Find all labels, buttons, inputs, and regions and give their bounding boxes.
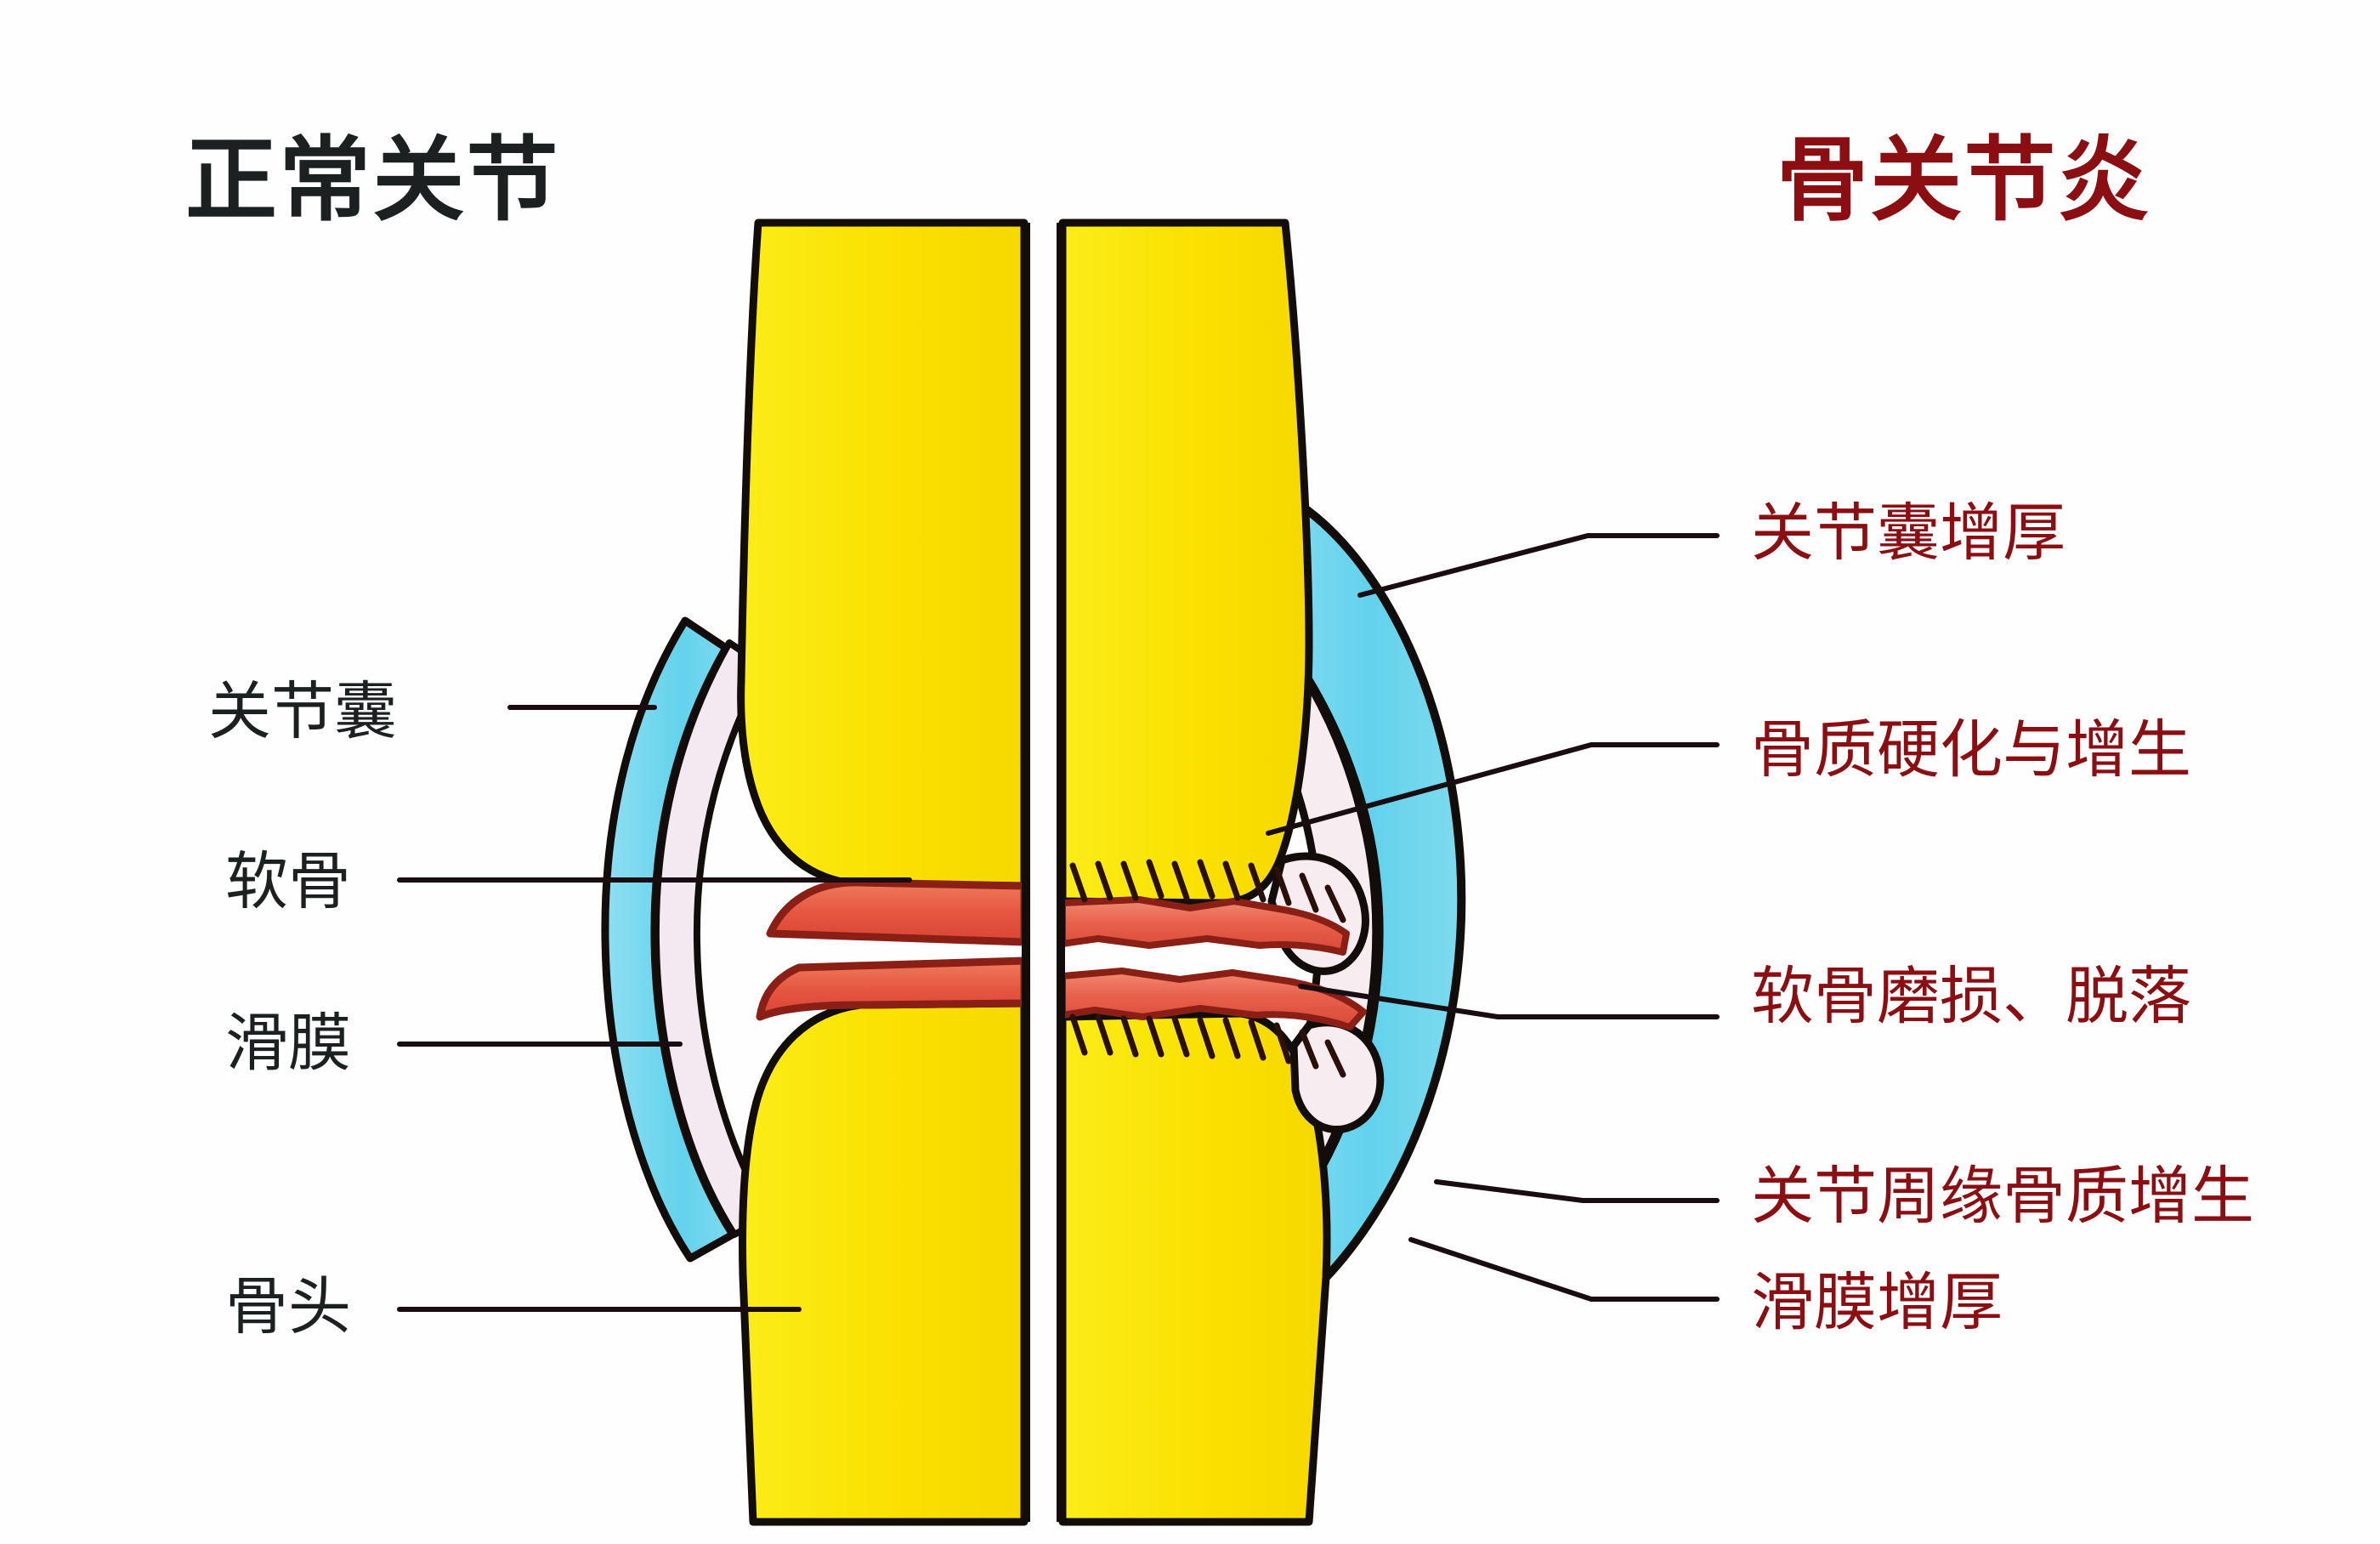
normal-lower-bone bbox=[739, 999, 1028, 1526]
normal-lower-cartilage bbox=[756, 956, 1028, 1021]
leader-marginal-osteophyte bbox=[1434, 1179, 1720, 1203]
oa-upper-bone bbox=[1058, 219, 1313, 907]
label-marginal-osteophyte: 关节周缘骨质增生 bbox=[1751, 1161, 2254, 1231]
oa-lower-erosion-hatching bbox=[1069, 1013, 1346, 1078]
oa-lower-cartilage bbox=[1059, 968, 1367, 1030]
title-normal-joint: 正常关节 bbox=[185, 128, 560, 231]
oa-joint-capsule bbox=[1230, 506, 1466, 1324]
label-capsule-thickening: 关节囊增厚 bbox=[1751, 497, 2066, 568]
oa-upper-cartilage bbox=[1059, 896, 1350, 956]
leader-capsule-thickening bbox=[1357, 533, 1720, 598]
label-synovial-thickening: 滑膜增厚 bbox=[1751, 1267, 2003, 1337]
leader-cartilage-wear bbox=[1298, 984, 1720, 1019]
title-osteoarthritis: 骨关节炎 bbox=[1776, 128, 2151, 231]
label-cartilage-wear: 软骨磨损、脱落 bbox=[1751, 961, 2191, 1031]
label-synovium: 滑膜 bbox=[225, 1008, 351, 1078]
normal-joint-capsule bbox=[601, 616, 737, 1263]
oa-joint-group bbox=[1057, 219, 1466, 1526]
label-bone-sclerosis: 骨质硬化与增生 bbox=[1751, 714, 2191, 785]
leader-synovial-thickening bbox=[1408, 1237, 1720, 1302]
normal-upper-cartilage bbox=[766, 878, 1028, 946]
normal-synovium bbox=[652, 639, 774, 1238]
leader-bone-sclerosis bbox=[1266, 742, 1720, 836]
oa-upper-erosion-hatching bbox=[1069, 859, 1346, 923]
oa-synovium bbox=[1193, 593, 1380, 1273]
oa-lower-osteophyte bbox=[1289, 1019, 1385, 1133]
oa-lower-bone bbox=[1058, 1009, 1331, 1526]
label-joint-capsule: 关节囊 bbox=[208, 676, 397, 746]
oa-upper-osteophyte bbox=[1267, 852, 1369, 975]
normal-upper-bone bbox=[737, 219, 1028, 890]
leader-lines-left bbox=[397, 705, 912, 1312]
leader-lines-right bbox=[1266, 533, 1720, 1302]
label-bone: 骨头 bbox=[225, 1271, 351, 1342]
label-cartilage: 软骨 bbox=[225, 846, 351, 917]
normal-joint-group bbox=[601, 219, 1030, 1526]
